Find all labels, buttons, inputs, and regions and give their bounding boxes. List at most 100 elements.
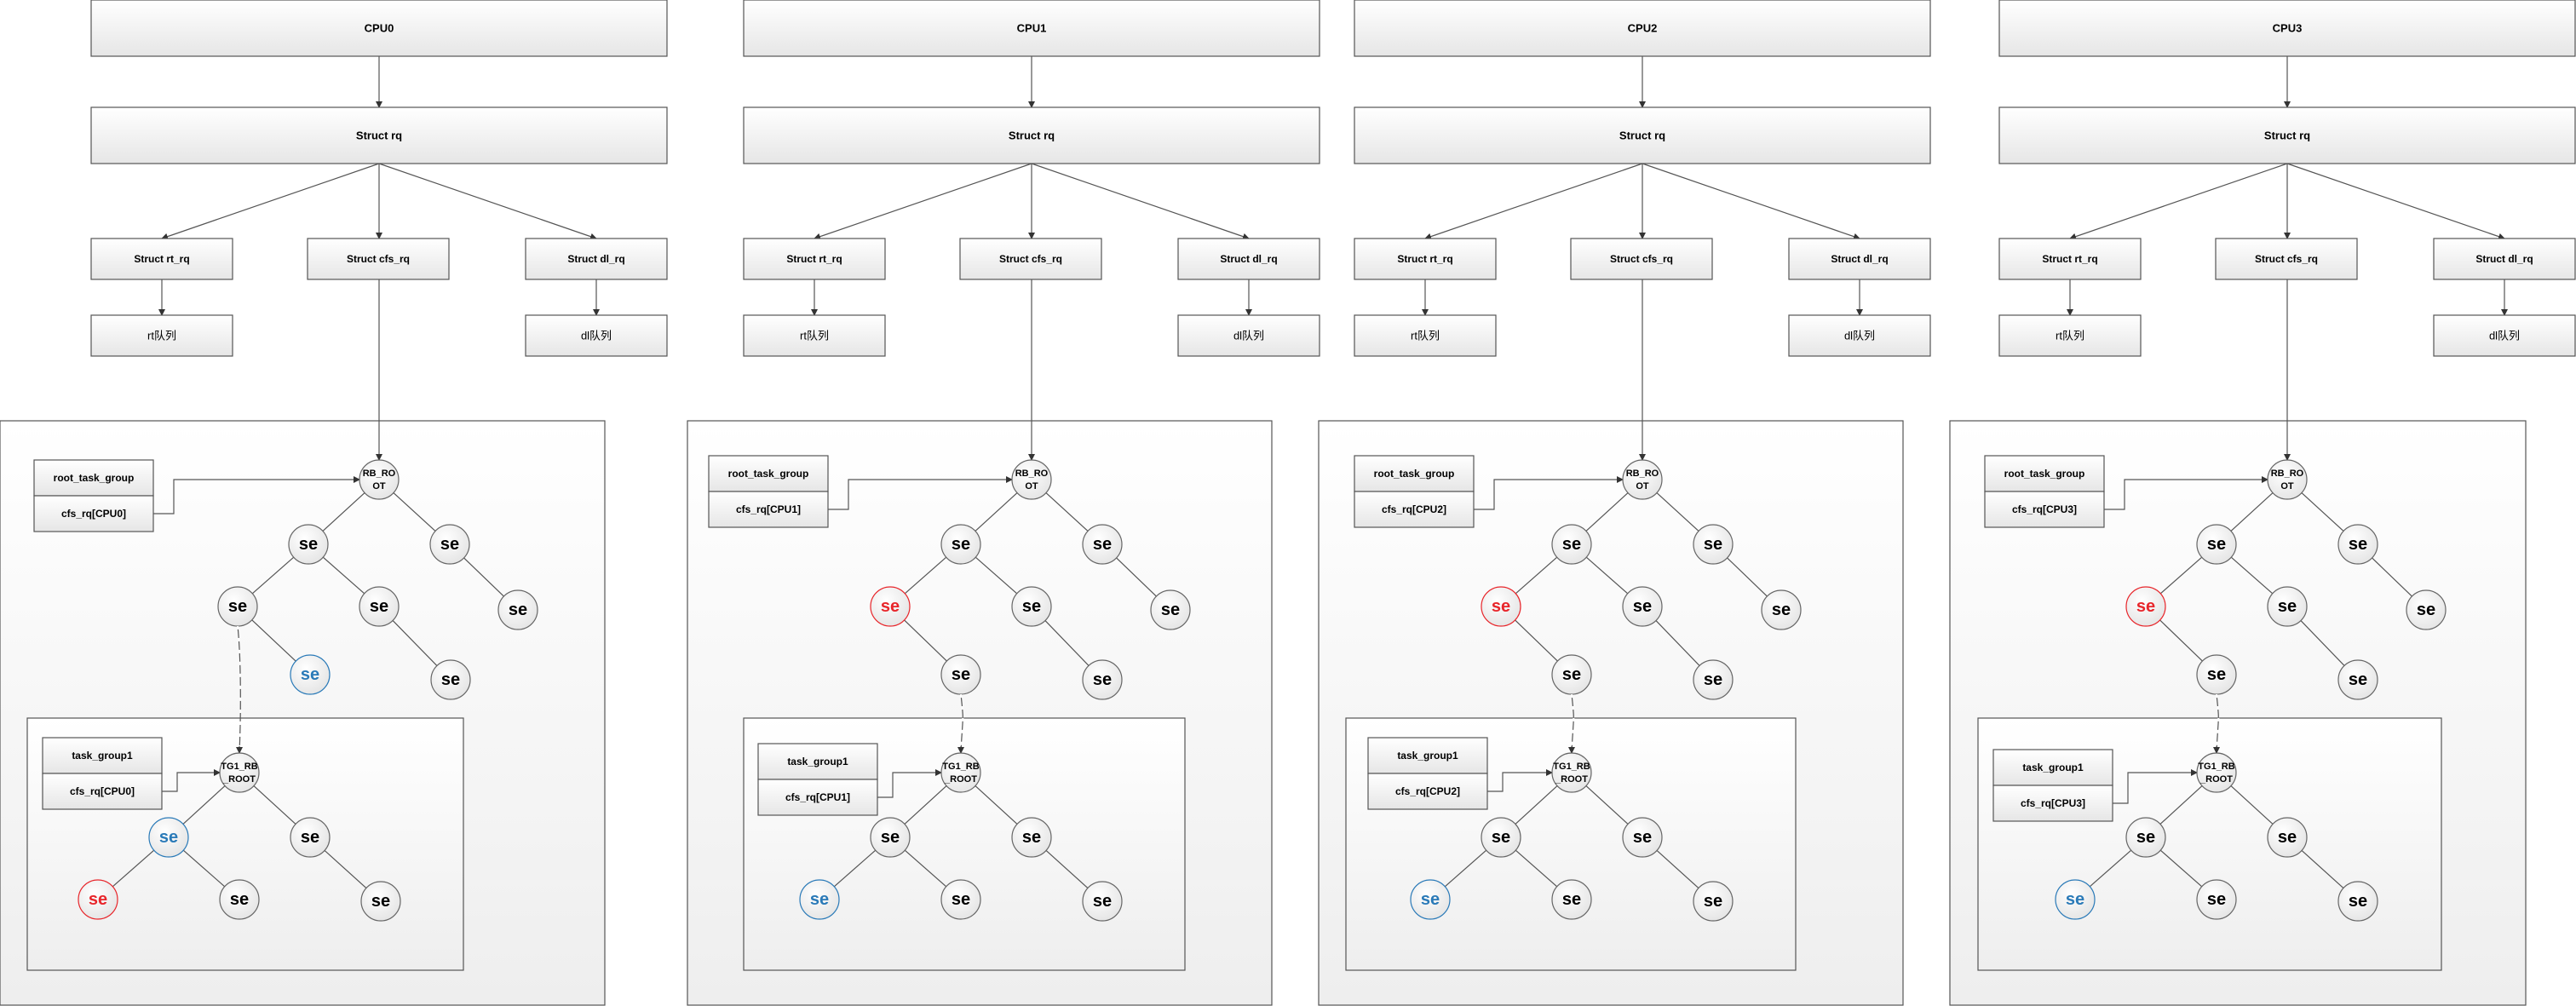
cpu-label: CPU0 <box>365 22 394 35</box>
rb-root-node <box>359 459 400 500</box>
root-cfs-rq-label: cfs_rq[CPU3] <box>2012 503 2077 515</box>
se-node <box>2196 879 2237 920</box>
task-group-label: task_group1 <box>2022 762 2084 773</box>
rq-label: Struct rq <box>1009 129 1055 142</box>
se-label: se <box>1093 535 1112 554</box>
se-node <box>1551 524 1592 565</box>
root-task-group-label: root_task_group <box>728 468 809 480</box>
se-label: se <box>1022 828 1041 847</box>
tg-root-node <box>940 752 981 793</box>
rb-root-label: OT <box>1636 481 1649 492</box>
dl-queue-box <box>525 314 668 357</box>
se-label: se <box>1562 535 1581 554</box>
cfs-rq-box <box>307 238 450 280</box>
rt-queue-box <box>743 314 886 357</box>
tg-cfs-rq-box <box>1367 773 1488 810</box>
se-label: se <box>810 890 829 909</box>
se-label: se <box>370 597 388 616</box>
dl-queue-box <box>1177 314 1320 357</box>
se-node <box>2196 524 2237 565</box>
tg-root-node <box>219 752 260 793</box>
se-label: se <box>299 535 318 554</box>
rt-rq-box <box>1998 238 2142 280</box>
dl-rq-box <box>525 238 668 280</box>
se-node <box>1693 524 1734 565</box>
task-group-box <box>1367 737 1488 774</box>
se-label: se <box>1704 670 1722 689</box>
rb-root-label: OT <box>1025 481 1038 492</box>
se-label: se <box>881 828 900 847</box>
rq-label: Struct rq <box>2264 129 2310 142</box>
dl-queue-label: dl队列 <box>1233 330 1264 342</box>
se-node <box>430 659 471 700</box>
root-task-group-box <box>1354 455 1475 492</box>
rb-root-node <box>2267 459 2308 500</box>
se-node <box>940 879 981 920</box>
se-label: se <box>1093 892 1112 911</box>
rq-label: Struct rq <box>1619 129 1665 142</box>
root-cfs-rq-box <box>33 495 154 532</box>
se-node <box>148 817 189 858</box>
se-node <box>1761 589 1802 630</box>
rb-root-label: RB_RO <box>363 469 396 479</box>
se-label: se <box>1022 597 1041 616</box>
cfs-rq-label: Struct cfs_rq <box>999 253 1062 265</box>
rt-rq-box <box>90 238 233 280</box>
dl-rq-box <box>1177 238 1320 280</box>
se-node <box>78 879 118 920</box>
se-label: se <box>881 597 900 616</box>
se-label: se <box>2207 535 2226 554</box>
se-label: se <box>952 535 970 554</box>
cpu-label: CPU1 <box>1017 22 1047 35</box>
se-node <box>1011 817 1052 858</box>
se-node <box>1082 659 1123 700</box>
tg-root-label: TG1_RB <box>1553 762 1590 772</box>
rq-box <box>1998 106 2576 164</box>
se-node <box>940 524 981 565</box>
se-node <box>1011 586 1052 627</box>
se-node <box>1622 817 1663 858</box>
se-node <box>799 879 840 920</box>
tg-root-node <box>1551 752 1592 793</box>
tg-root-label: _ROOT <box>1555 774 1588 785</box>
dl-queue-label: dl队列 <box>581 330 612 342</box>
rt-rq-box <box>743 238 886 280</box>
rt-rq-label: Struct rt_rq <box>1397 253 1452 265</box>
cfs-rq-box <box>2215 238 2358 280</box>
se-node <box>870 817 911 858</box>
se-label: se <box>1633 828 1652 847</box>
tg-root-node <box>2196 752 2237 793</box>
dl-queue-label: dl队列 <box>1844 330 1875 342</box>
dl-rq-label: Struct dl_rq <box>1831 253 1888 265</box>
cpu-label: CPU2 <box>1628 22 1658 35</box>
se-node <box>288 524 329 565</box>
rt-rq-label: Struct rt_rq <box>786 253 842 265</box>
se-node <box>1150 589 1191 630</box>
cpu-box <box>90 0 668 57</box>
se-label: se <box>2349 535 2367 554</box>
se-node <box>1082 881 1123 922</box>
cfs-rq-label: Struct cfs_rq <box>2255 253 2318 265</box>
se-node <box>2125 817 2166 858</box>
cfs-rq-box <box>1570 238 1713 280</box>
tg-root-label: _ROOT <box>944 774 977 785</box>
tg-cfs-rq-label: cfs_rq[CPU3] <box>2021 797 2085 809</box>
tg-root-label: _ROOT <box>2199 774 2233 785</box>
se-label: se <box>509 601 527 619</box>
se-label: se <box>441 670 460 689</box>
rt-queue-box <box>90 314 233 357</box>
rt-queue-box <box>1354 314 1497 357</box>
se-label: se <box>371 892 390 911</box>
rq-box <box>1354 106 1931 164</box>
cpu-label: CPU3 <box>2273 22 2303 35</box>
se-label: se <box>230 890 249 909</box>
se-label: se <box>1704 892 1722 911</box>
root-task-group-box <box>33 459 154 497</box>
se-label: se <box>1421 890 1440 909</box>
tg-cfs-rq-box <box>757 779 878 816</box>
se-node <box>1082 524 1123 565</box>
rq-label: Struct rq <box>356 129 402 142</box>
tg-cfs-rq-box <box>1992 785 2113 822</box>
